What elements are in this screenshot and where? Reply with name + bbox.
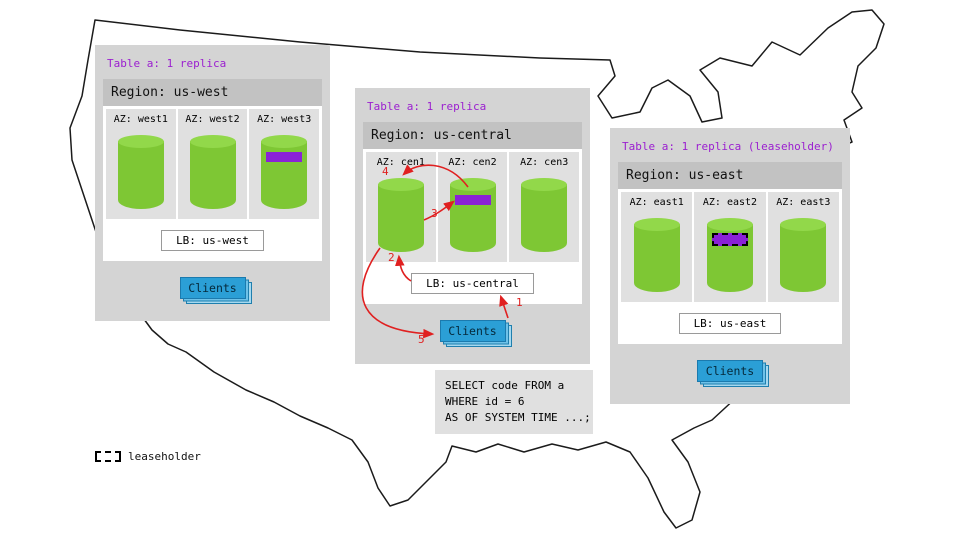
database-cylinder [706, 218, 753, 292]
az-label: AZ: east1 [629, 197, 684, 208]
replica-bar [266, 152, 303, 162]
load-balancer-us-west: LB: us-west [161, 230, 264, 251]
az-label: AZ: east3 [776, 197, 831, 208]
load-balancer-us-east: LB: us-east [678, 313, 782, 334]
replica-bar [454, 195, 491, 205]
clients-label: Clients [179, 277, 246, 299]
region-panel-us-central: Table a: 1 replica Region: us-central AZ… [355, 88, 590, 364]
cylinder-top [633, 218, 680, 231]
az-column-cen2: AZ: cen2 [437, 152, 508, 262]
sql-line: AS OF SYSTEM TIME ...; [445, 410, 591, 424]
database-cylinder [449, 178, 496, 252]
table-replica-label: Table a: 1 replica [367, 100, 487, 113]
database-cylinder [780, 218, 827, 292]
az-row: AZ: east1 AZ: east2 AZ: east3 [618, 189, 842, 305]
clients-label: Clients [439, 320, 506, 342]
az-label: AZ: west3 [257, 114, 312, 125]
cylinder-top [780, 218, 827, 231]
cylinder-top [377, 178, 424, 191]
cylinder-body [377, 184, 424, 252]
region-panel-us-west: Table a: 1 replica Region: us-west AZ: w… [95, 45, 330, 321]
leaseholder-swatch-icon [95, 451, 121, 462]
database-cylinder [633, 218, 680, 292]
cylinder-body [521, 184, 568, 252]
arrow-step-1: 1 [516, 296, 523, 309]
database-cylinder [521, 178, 568, 252]
cylinder-top [521, 178, 568, 191]
region-title: Region: us-east [618, 162, 842, 189]
az-column-west2: AZ: west2 [177, 109, 248, 219]
database-cylinder [377, 178, 424, 252]
az-label: AZ: west1 [113, 114, 168, 125]
leaseholder-replica-bar [711, 233, 748, 246]
database-cylinder [117, 135, 164, 209]
region-box: Region: us-west AZ: west1 AZ: west2 [103, 79, 322, 261]
clients-node: Clients [697, 360, 769, 387]
cylinder-top [261, 135, 308, 148]
load-balancer-us-central: LB: us-central [411, 273, 534, 294]
az-column-west3: AZ: west3 [249, 109, 320, 219]
cylinder-top [117, 135, 164, 148]
arrow-step-2: 2 [388, 251, 395, 264]
az-column-cen3: AZ: cen3 [509, 152, 580, 262]
arrow-step-5: 5 [418, 333, 425, 346]
region-panel-us-east: Table a: 1 replica (leaseholder) Region:… [610, 128, 850, 404]
legend-label: leaseholder [128, 450, 201, 463]
cylinder-top [706, 218, 753, 231]
clients-node: Clients [439, 320, 512, 347]
arrow-step-4: 4 [382, 165, 389, 178]
region-title: Region: us-central [363, 122, 582, 149]
cylinder-body [780, 224, 827, 292]
region-box: Region: us-central AZ: cen1 AZ: cen2 [363, 122, 582, 304]
arrow-step-3: 3 [431, 207, 438, 220]
az-column-west1: AZ: west1 [106, 109, 176, 219]
region-box: Region: us-east AZ: east1 AZ: east2 [618, 162, 842, 344]
cylinder-top [449, 178, 496, 191]
az-label: AZ: east2 [702, 197, 758, 208]
table-replica-label: Table a: 1 replica (leaseholder) [622, 140, 834, 153]
az-column-east1: AZ: east1 [621, 192, 693, 302]
legend: leaseholder [95, 450, 201, 463]
table-replica-label: Table a: 1 replica [107, 57, 227, 70]
az-label: AZ: cen2 [448, 157, 497, 168]
sql-query-box: SELECT code FROM a WHERE id = 6 AS OF SY… [435, 370, 593, 434]
az-row: AZ: west1 AZ: west2 AZ: west3 [103, 106, 322, 222]
az-column-cen1: AZ: cen1 [366, 152, 436, 262]
az-label: AZ: cen1 [376, 157, 425, 168]
az-row: AZ: cen1 AZ: cen2 AZ: cen3 [363, 149, 582, 265]
database-cylinder [261, 135, 308, 209]
az-label: AZ: cen3 [520, 157, 569, 168]
az-column-east2: AZ: east2 [694, 192, 766, 302]
cylinder-body [117, 141, 164, 209]
cylinder-top [189, 135, 236, 148]
sql-line: WHERE id = 6 [445, 394, 525, 408]
sql-line: SELECT code FROM a [445, 379, 565, 392]
az-column-east3: AZ: east3 [767, 192, 839, 302]
region-title: Region: us-west [103, 79, 322, 106]
cylinder-body [189, 141, 236, 209]
cylinder-body [633, 224, 680, 292]
clients-label: Clients [697, 360, 763, 382]
database-cylinder [189, 135, 236, 209]
clients-node: Clients [179, 277, 252, 304]
az-label: AZ: west2 [185, 114, 240, 125]
